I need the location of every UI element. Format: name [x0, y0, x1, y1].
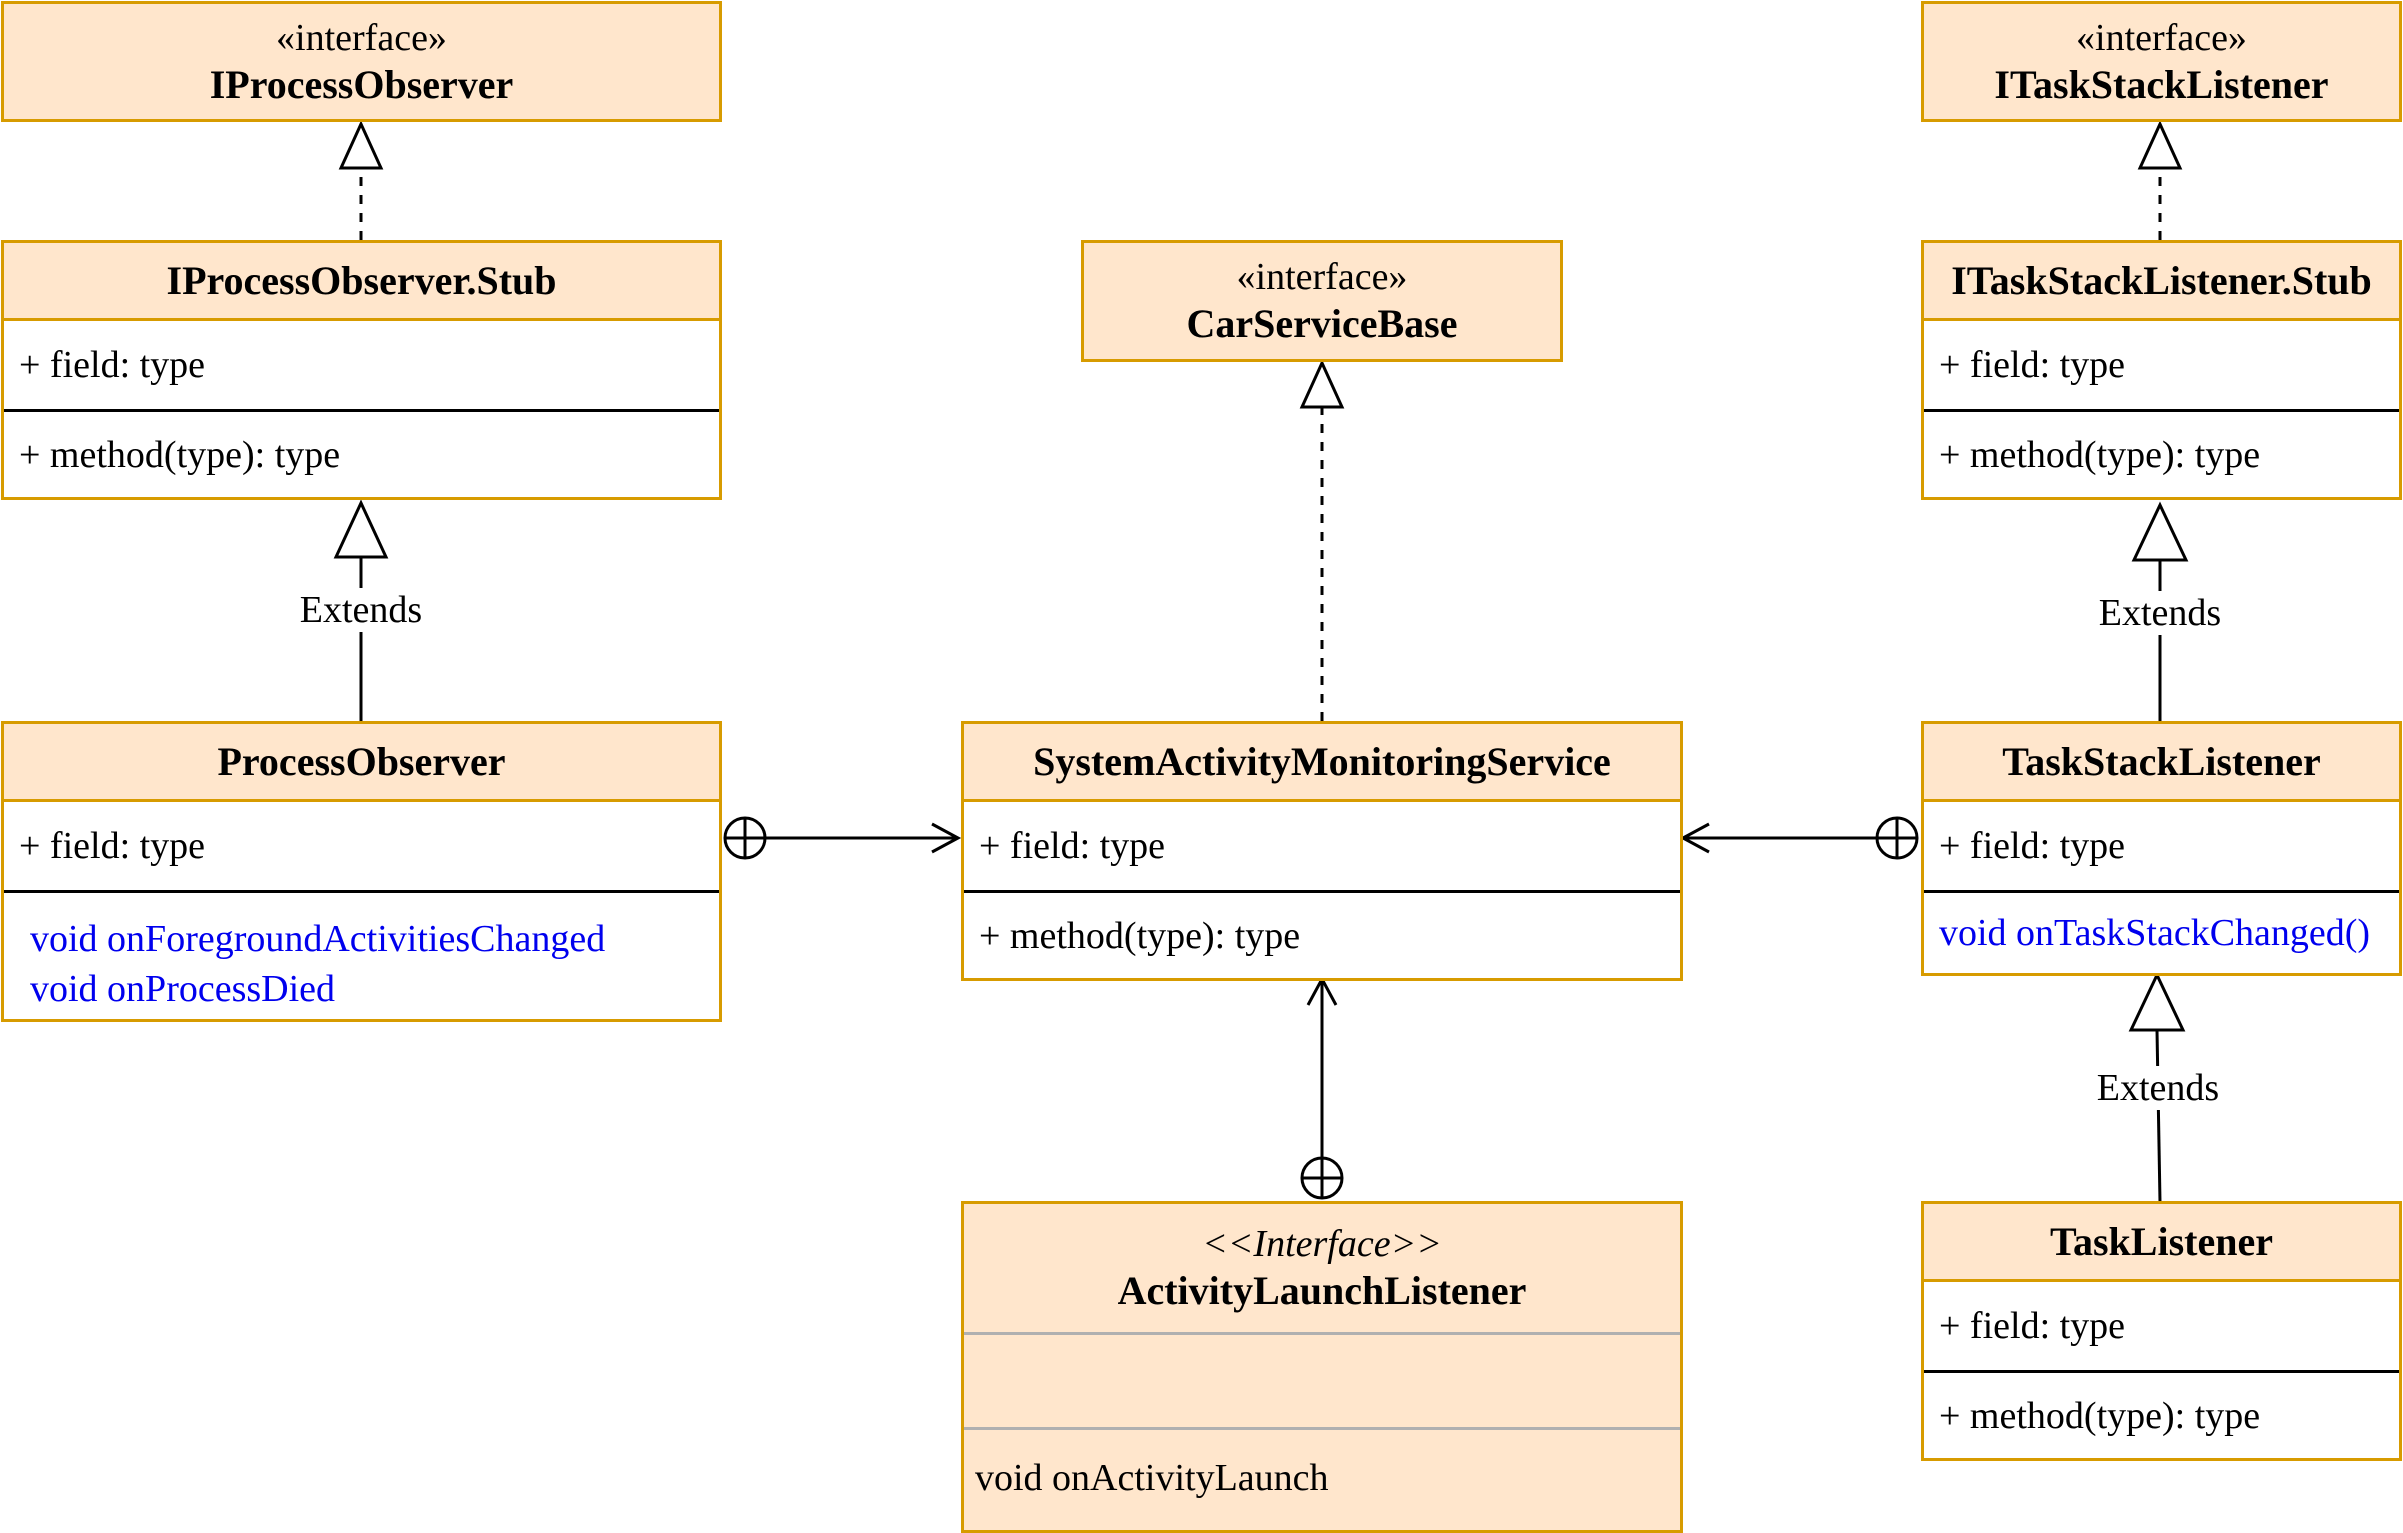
class-name: SystemActivityMonitoringService [1033, 738, 1611, 784]
class-header: «interface» IProcessObserver [4, 4, 719, 119]
method-entry: + method(type): type [19, 433, 341, 476]
section-divider [1924, 409, 2399, 412]
class-iprocessobserver[interactable]: «interface» IProcessObserver [1, 1, 722, 122]
realization-arrowhead [338, 120, 384, 170]
class-name: CarServiceBase [1186, 301, 1458, 346]
attributes-section: + field: type [964, 802, 1680, 890]
edge-tasklistener-extends-taskstacklistener [2155, 1029, 2162, 1203]
methods-section: void onTaskStackChanged() [1924, 893, 2399, 973]
section-divider [964, 890, 1680, 893]
field-entry: + field: type [1939, 825, 2126, 867]
class-header: ITaskStackListener.Stub [1924, 243, 2399, 321]
field-entry: + field: type [1939, 344, 2126, 386]
attributes-section: + field: type [1924, 321, 2399, 409]
field-entry: + field: type [19, 344, 206, 386]
section-divider [964, 1332, 1680, 1335]
attributes-section: + field: type [1924, 802, 2399, 890]
class-name: IProcessObserver.Stub [166, 257, 557, 303]
section-divider [964, 1427, 1680, 1430]
generalization-arrowhead [2128, 971, 2186, 1032]
class-name: ProcessObserver [217, 738, 506, 784]
methods-section: + method(type): type [964, 893, 1680, 978]
section-divider [4, 409, 719, 412]
class-header: ProcessObserver [4, 724, 719, 802]
attributes-section: + field: type [4, 321, 719, 409]
field-entry: + field: type [979, 825, 1166, 867]
stereotype-label: «interface» [1236, 256, 1408, 298]
class-name: ITaskStackListener.Stub [1951, 257, 2372, 303]
class-itaskstacklistener-stub[interactable]: ITaskStackListener.Stub + field: type + … [1921, 240, 2402, 500]
realization-arrowhead [1299, 359, 1345, 409]
class-header: <<Interface>> ActivityLaunchListener [964, 1204, 1680, 1332]
class-header: TaskListener [1924, 1204, 2399, 1282]
stereotype-label: <<Interface>> [1202, 1223, 1442, 1265]
class-taskstacklistener[interactable]: TaskStackListener + field: type void onT… [1921, 721, 2402, 976]
class-tasklistener[interactable]: TaskListener + field: type + method(type… [1921, 1201, 2402, 1461]
methods-section: + method(type): type [1924, 1373, 2399, 1458]
methods-section: + method(type): type [1924, 412, 2399, 497]
section-divider [1924, 1370, 2399, 1373]
stereotype-label: «interface» [276, 16, 447, 59]
method-entry: + method(type): type [1939, 1394, 2261, 1437]
class-systemactivitymonitoringservice[interactable]: SystemActivityMonitoringService + field:… [961, 721, 1683, 981]
class-processobserver[interactable]: ProcessObserver + field: type void onFor… [1, 721, 722, 1022]
method-entry: + method(type): type [1939, 433, 2261, 476]
extends-label: Extends [2092, 1066, 2224, 1110]
attributes-section: + field: type [4, 802, 719, 890]
method-entry: + method(type): type [979, 914, 1301, 957]
stereotype-label: «interface» [2076, 16, 2247, 59]
generalization-arrowhead [2131, 501, 2189, 562]
realization-arrowhead [2137, 120, 2183, 170]
class-carservicebase[interactable]: «interface» CarServiceBase [1081, 240, 1563, 362]
class-header: SystemActivityMonitoringService [964, 724, 1680, 802]
class-name: TaskStackListener [2002, 738, 2321, 784]
attributes-section: + field: type [1924, 1282, 2399, 1370]
class-activitylaunchlistener[interactable]: <<Interface>> ActivityLaunchListener voi… [961, 1201, 1683, 1533]
class-header: TaskStackListener [1924, 724, 2399, 802]
class-header: «interface» ITaskStackListener [1924, 4, 2399, 119]
class-header: «interface» CarServiceBase [1084, 243, 1560, 359]
section-divider [1924, 890, 2399, 893]
class-name: IProcessObserver [209, 61, 514, 107]
open-arrowhead [1679, 822, 1710, 854]
method-entry: void onForegroundActivitiesChanged [30, 918, 606, 960]
generalization-arrowhead [333, 499, 389, 559]
attributes-section [964, 1335, 1680, 1427]
class-name: ActivityLaunchListener [1117, 1268, 1527, 1313]
section-divider [4, 890, 719, 893]
methods-section: void onForegroundActivitiesChanged void … [4, 893, 719, 1014]
methods-section: void onActivityLaunch [964, 1430, 1680, 1525]
method-entry: void onActivityLaunch [975, 1456, 1329, 1499]
field-entry: + field: type [19, 825, 206, 867]
open-arrowhead [931, 822, 962, 854]
extends-label: Extends [295, 588, 427, 632]
method-entry: void onTaskStackChanged() [1939, 912, 2371, 954]
class-name: TaskListener [2049, 1218, 2273, 1264]
class-iprocessobserver-stub[interactable]: IProcessObserver.Stub + field: type + me… [1, 240, 722, 500]
class-itaskstacklistener[interactable]: «interface» ITaskStackListener [1921, 1, 2402, 122]
class-name: ITaskStackListener [1994, 61, 2329, 107]
method-entry: void onProcessDied [30, 968, 336, 1010]
extends-label: Extends [2094, 591, 2226, 635]
field-entry: + field: type [1939, 1305, 2126, 1347]
class-header: IProcessObserver.Stub [4, 243, 719, 321]
methods-section: + method(type): type [4, 412, 719, 497]
